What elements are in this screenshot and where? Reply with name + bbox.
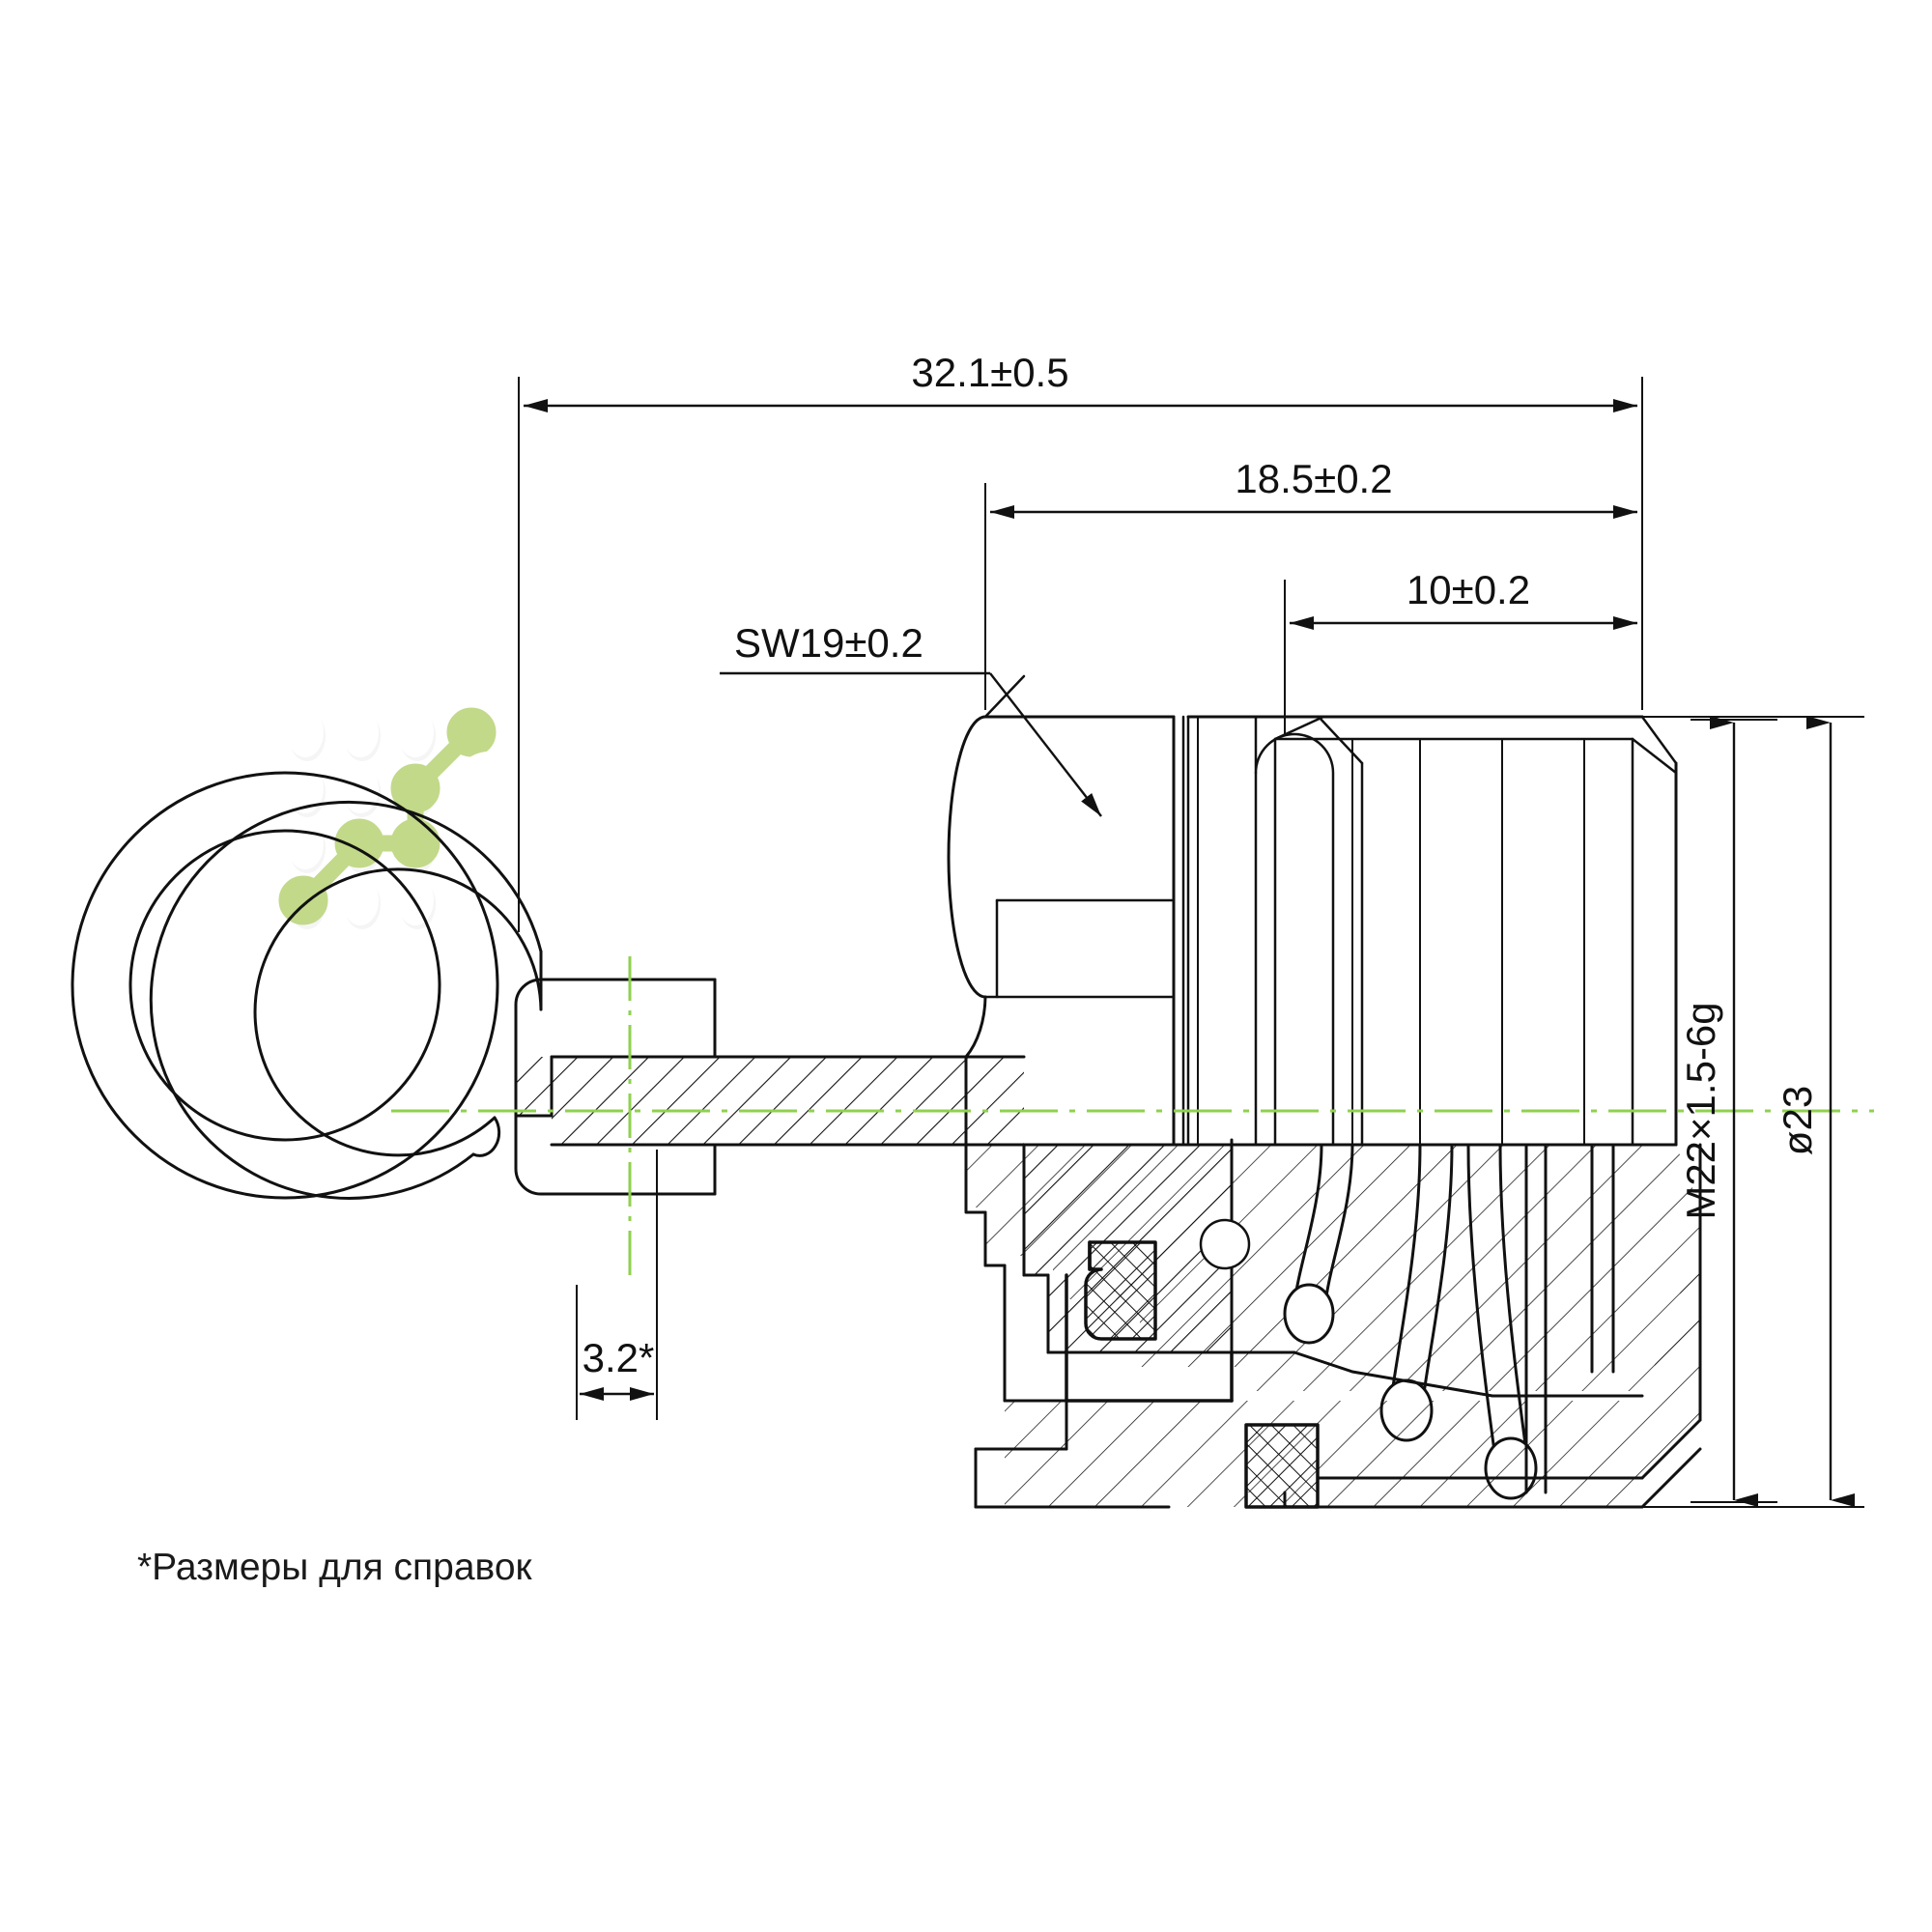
dimtext-ring-thickness: 3.2* [582, 1335, 655, 1380]
hex-body-upper [947, 674, 1176, 1147]
dimtext-thread-spec: M22×1.5-6g [1678, 1002, 1723, 1219]
pull-ring [71, 771, 543, 1200]
dimtext-thread-length: 10±0.2 [1406, 567, 1530, 612]
body-lower-outline [964, 1143, 1702, 1509]
watermark-brand: aurelogic aurelogic [448, 690, 1260, 885]
leader-hex-width [720, 671, 1102, 817]
centerline-layer [391, 956, 1874, 1275]
dimtext-outer-diameter: ø23 [1775, 1086, 1820, 1155]
pin-head [514, 978, 678, 1196]
thread-region-upper [1273, 715, 1678, 1147]
dimtext-body-length: 18.5±0.2 [1235, 456, 1392, 501]
reference-dimension-note: *Размеры для справок [137, 1547, 533, 1588]
watermark-layer: aurelogic aurelogic research & developme… [278, 690, 1260, 1084]
watermark-brand-text: aurelogic [448, 690, 1256, 879]
part-geometry [71, 674, 1702, 1509]
dimtext-overall-length: 32.1±0.5 [911, 350, 1068, 395]
dimension-layer [518, 377, 1864, 1508]
dimtext-hex-width: SW19±0.2 [734, 620, 923, 666]
seal-oring [1084, 1240, 1157, 1341]
inner-bore-lower [1230, 1350, 1644, 1398]
pin-shaft [550, 978, 1026, 1196]
dot-chain-logo [278, 707, 497, 925]
body-lower-section [964, 1138, 1700, 1403]
seal-lower-washer [1244, 1423, 1320, 1509]
watermark-brand-shadow: aurelogic [452, 696, 1260, 885]
dimension-text-layer: 32.1±0.5 18.5±0.2 10±0.2 SW19±0.2 3.2* M… [582, 350, 1820, 1380]
extension-lines [518, 377, 1864, 1508]
